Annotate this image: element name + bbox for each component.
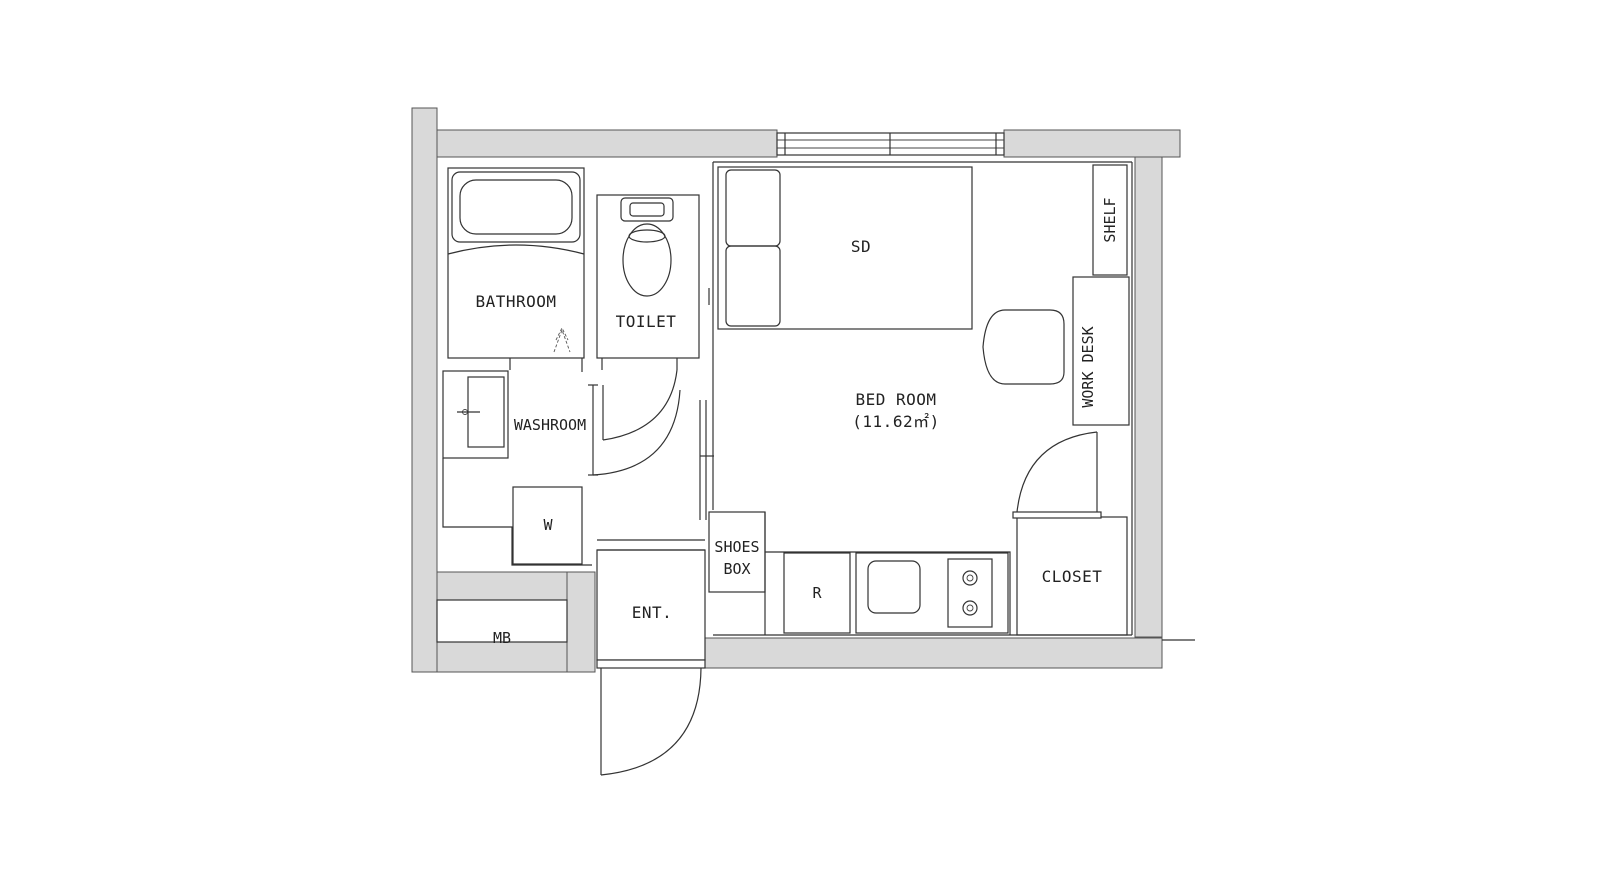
meter-box-label: MB — [493, 629, 511, 647]
doors — [588, 369, 714, 551]
closet: CLOSET — [1012, 431, 1128, 636]
wall-bottom-right — [704, 637, 1163, 669]
washroom-label: WASHROOM — [514, 416, 586, 434]
toilet-label: TOILET — [616, 312, 677, 331]
window — [776, 132, 1005, 156]
entrance-label: ENT. — [632, 603, 673, 622]
wall-right — [1134, 156, 1163, 638]
bedroom-label: BED ROOM — [855, 390, 936, 409]
shoes-box-label-2: BOX — [723, 560, 750, 578]
work-desk-label: WORK DESK — [1079, 326, 1097, 407]
toilet: TOILET — [596, 194, 710, 370]
bedroom-labels: BED ROOM (11.62㎡) — [852, 390, 939, 431]
wall-left — [411, 107, 438, 673]
washer-label: W — [543, 516, 553, 534]
closet-label: CLOSET — [1042, 567, 1103, 586]
entrance: ENT. — [596, 549, 706, 776]
shelf: SHELF — [1092, 164, 1128, 276]
bed: SD — [717, 166, 973, 330]
meter-box: MB — [436, 599, 568, 647]
bathroom: BATHROOM — [447, 167, 585, 372]
wall-top-left — [436, 129, 778, 158]
work-desk: WORK DESK — [982, 276, 1130, 426]
shelf-label: SHELF — [1101, 197, 1119, 242]
bed-label: SD — [851, 237, 871, 256]
wall-mb-right — [566, 571, 596, 673]
bedroom-area-label: (11.62㎡) — [852, 412, 939, 431]
shoes-box: SHOES BOX — [708, 511, 766, 593]
walls — [411, 107, 1195, 673]
bathroom-label: BATHROOM — [475, 292, 556, 311]
refrigerator-label: R — [812, 584, 822, 602]
wall-top-right — [1003, 129, 1181, 158]
washroom: W WASHROOM — [442, 370, 592, 566]
shoes-box-label-1: SHOES — [714, 538, 759, 556]
kitchen: R — [783, 552, 1009, 634]
